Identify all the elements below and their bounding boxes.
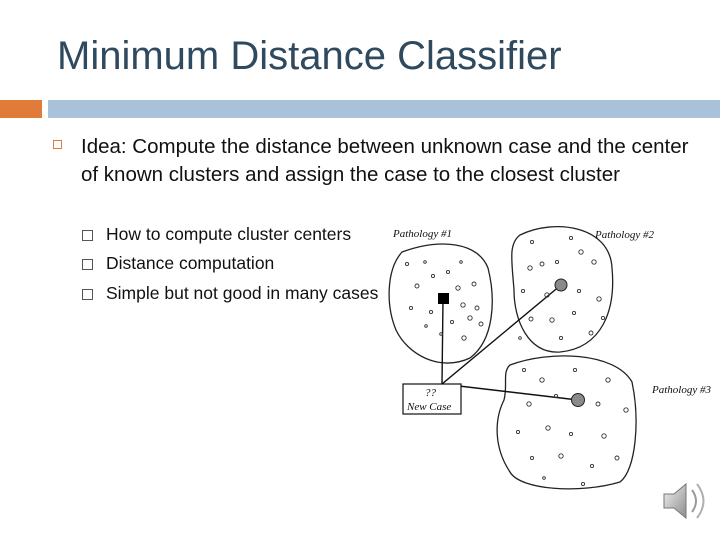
new-case-label: New Case [406, 401, 451, 413]
cluster-2-points [518, 235, 606, 341]
sub-bullet-text: How to compute cluster centers [106, 224, 352, 244]
distance-line-2 [441, 284, 562, 385]
cluster-3-points [515, 367, 629, 487]
cluster-2-label: Pathology #2 [594, 229, 654, 241]
cluster-2-boundary [511, 226, 614, 353]
cluster-1-boundary [388, 243, 493, 364]
diagram-background [380, 212, 640, 502]
distance-line-1 [441, 298, 444, 385]
square-bullet-icon [82, 230, 93, 241]
cluster-1-label: Pathology #1 [392, 228, 452, 240]
square-bullet-icon [82, 289, 93, 300]
sub-bullet-text: Simple but not good in many cases [106, 283, 379, 303]
slide-title: Minimum Distance Classifier [57, 34, 562, 78]
square-bullet-icon [82, 259, 93, 270]
cluster-2-center [554, 278, 568, 292]
cluster-1-center [438, 293, 449, 304]
main-bullet-text: Idea: Compute the distance between unkno… [81, 135, 689, 186]
cluster-1-points [404, 260, 484, 341]
unknown-mark: ?? [425, 387, 437, 399]
cluster-3-center [571, 393, 585, 407]
title-divider-bar [48, 100, 720, 118]
speaker-icon[interactable] [660, 478, 710, 524]
sub-bullet-text: Distance computation [106, 253, 275, 273]
title-accent-bar [0, 100, 42, 118]
new-case-box [402, 383, 462, 415]
cluster-diagram: ?? New Case Pathology #1 Pathology #2 Pa… [380, 212, 711, 502]
main-bullet-icon [53, 140, 62, 149]
cluster-3-boundary [496, 355, 637, 490]
cluster-3-label: Pathology #3 [651, 384, 711, 396]
